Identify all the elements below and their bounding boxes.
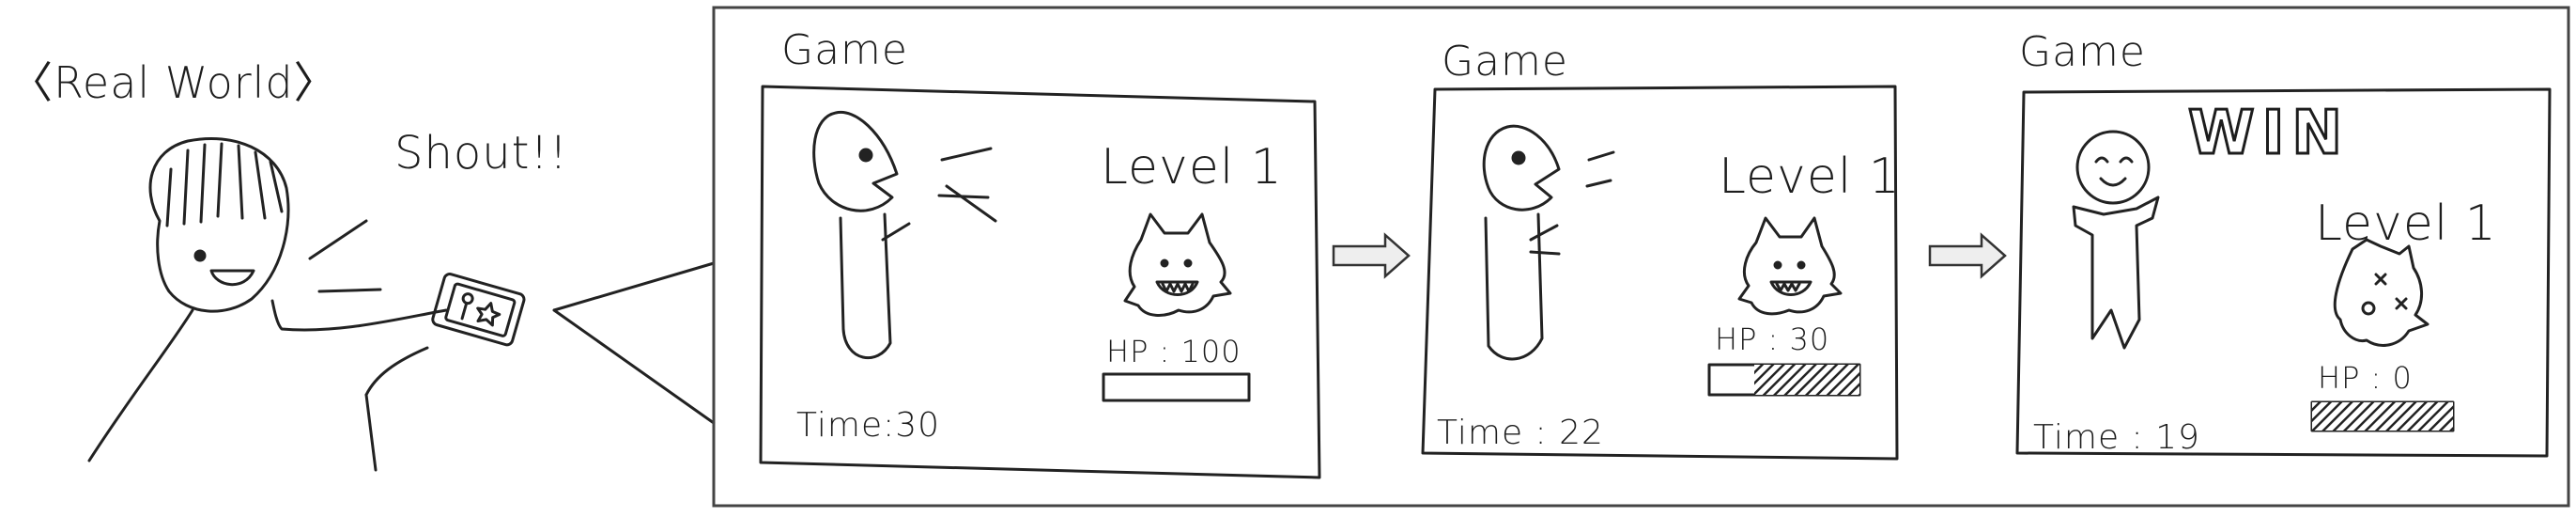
- panel-1-game-label: Game: [781, 26, 908, 74]
- panel-2-player-character: [1482, 124, 1561, 361]
- person-eye: [193, 249, 207, 262]
- panel-1-shout-line-3: [945, 184, 997, 223]
- panel-2-level-label: Level 1: [1719, 149, 1901, 205]
- person-mouth: [209, 269, 255, 287]
- panel-2: [1421, 85, 1899, 461]
- panel-3-game-label: Game: [2019, 28, 2146, 76]
- panel-1-player-character: [812, 110, 911, 360]
- panel-3-hp-damage-fill: [2312, 402, 2453, 431]
- panel-3-time-label: Time : 19: [2033, 418, 2200, 457]
- panel-1-monster-icon: [1123, 212, 1232, 317]
- panel-2-hp-label: HP : 30: [1715, 321, 1830, 357]
- panel-3-frame: [2015, 87, 2552, 458]
- panel-3-hp-label: HP : 0: [2318, 360, 2413, 396]
- person-body-right: [364, 393, 378, 472]
- panel-1-frame: [759, 85, 1321, 479]
- shout-label: Shout!!: [394, 127, 568, 180]
- panel-2-shout-line-2: [1585, 179, 1612, 188]
- person-arm-lower: [364, 346, 429, 397]
- panel-1-level-label: Level 1: [1101, 139, 1283, 196]
- person-arm-upper: [270, 299, 448, 332]
- panel-1-time-label: Time:30: [796, 406, 941, 445]
- arrow-2-icon: [1928, 232, 2007, 279]
- panel-3: [2015, 87, 2552, 458]
- panel-3-player-character: [2072, 130, 2160, 350]
- arrow-1-icon: [1332, 232, 1411, 279]
- panel-2-frame: [1421, 85, 1899, 461]
- panel-3-monster-defeated-icon: [2333, 238, 2429, 347]
- panel-1: [759, 85, 1321, 479]
- person-head: [148, 136, 290, 313]
- zoom-bubble-frame: [712, 6, 2570, 508]
- real-world-title: 〈Real World〉: [9, 57, 338, 108]
- panel-2-game-label: Game: [1442, 38, 1568, 86]
- panel-2-hp-damage-fill: [1754, 365, 1859, 395]
- panel-2-shout-line-1: [1587, 150, 1615, 162]
- panel-3-win-banner: WIN: [2187, 98, 2350, 170]
- phone-icon: [431, 273, 526, 347]
- panel-1-hp-bar: [1102, 372, 1251, 402]
- panel-1-shout-line-1: [940, 147, 993, 162]
- panel-2-monster-icon: [1737, 216, 1843, 316]
- panel-2-time-label: Time : 22: [1437, 414, 1604, 452]
- shout-line-2: [317, 288, 382, 293]
- panel-3-level-label: Level 1: [2315, 196, 2497, 252]
- person-body-left: [87, 308, 194, 462]
- panel-1-hp-label: HP : 100: [1106, 334, 1242, 369]
- real-world-scene: [87, 136, 716, 472]
- zoom-bubble-tail: [552, 261, 716, 425]
- shout-line-1: [308, 219, 368, 260]
